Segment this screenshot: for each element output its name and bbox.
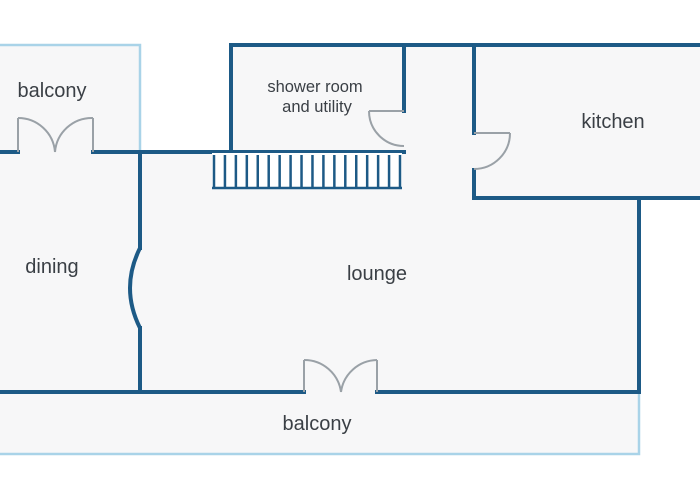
walls	[0, 43, 700, 394]
dining-fill	[0, 152, 140, 392]
shower-room-fill	[231, 45, 404, 152]
room-label-balcony-bottom: balcony	[283, 413, 352, 435]
room-label-shower-line2: and utility	[282, 98, 352, 116]
room-fills	[0, 45, 700, 454]
room-label-dining: dining	[25, 256, 78, 278]
arch-opening-icon	[128, 247, 142, 329]
stairs-icon	[212, 153, 402, 190]
lounge-fill	[140, 152, 639, 392]
balcony-top-fill	[0, 45, 140, 152]
room-label-shower-line1: shower room	[267, 78, 362, 96]
balcony-bottom-fill	[0, 392, 639, 454]
balcony-bottom-outline	[0, 392, 641, 456]
stairs-outline	[212, 153, 402, 188]
room-label-lounge: lounge	[347, 263, 407, 285]
door-swing-icon	[368, 110, 405, 147]
corridor-fill	[404, 45, 474, 152]
balcony-top-outline	[0, 43, 142, 152]
room-label-kitchen: kitchen	[581, 111, 644, 133]
double-door-icon	[303, 358, 378, 393]
balcony-outlines	[0, 43, 641, 456]
double-door-icon	[17, 116, 94, 153]
door-swing-icon	[473, 132, 511, 170]
stair-treads	[212, 155, 402, 188]
room-label-balcony-top: balcony	[18, 80, 87, 102]
